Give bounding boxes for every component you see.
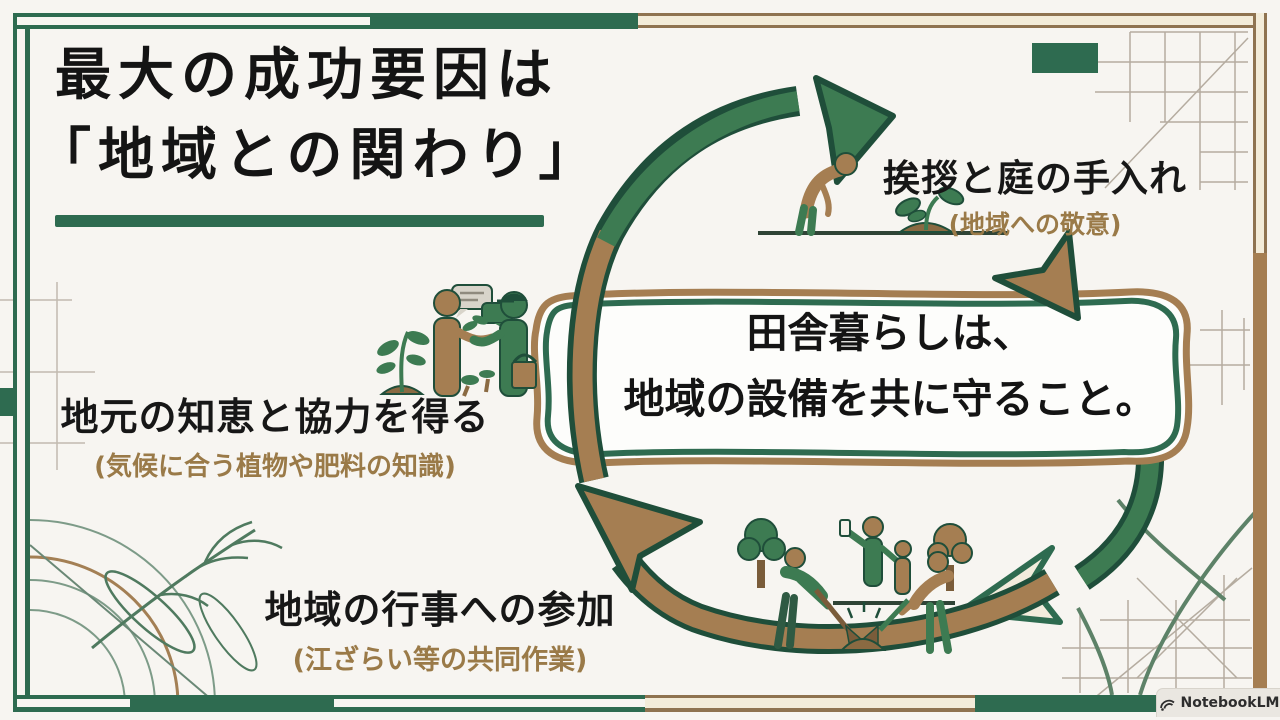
center-box-line1: 田舎暮らしは、: [746, 309, 1034, 357]
blueprint-sketch-left-middle: [0, 282, 95, 470]
notebooklm-badge: NotebookLM: [1156, 688, 1280, 717]
community-workers-digging-icon: [737, 516, 973, 654]
center-box-line2: 地域の設備を共に守ること。: [623, 375, 1157, 423]
center-box-text: 田舎暮らしは、 地域の設備を共に守ること。: [600, 300, 1180, 432]
notebooklm-logo-icon: [1159, 699, 1175, 711]
events-sub-text: (江ざらい等の共同作業): [292, 645, 588, 676]
bowing-person-with-sprout-icon: [758, 152, 1008, 236]
page-title-line2: 「地域との関わり」: [35, 123, 602, 188]
page-frame: [0, 13, 1267, 712]
cycle-band-right: [1074, 449, 1165, 590]
blueprint-sketch-top-right: [1095, 31, 1249, 190]
page-title: 最大の成功要因は 「地域との関わり」: [35, 36, 601, 196]
down-chevron-arrow: [992, 229, 1081, 321]
wisdom-sub-text: (気候に合う植物や肥料の知識): [94, 452, 456, 482]
sketch-bottom-right: [1062, 498, 1264, 701]
title-underline: [55, 215, 544, 227]
node-wisdom-label: 地元の知恵と協力を得る (気候に合う植物や肥料の知識): [56, 386, 494, 483]
greeting-sub-text: (地域への敬意): [948, 210, 1122, 239]
cycle-band-bottom: [611, 551, 1060, 654]
notebooklm-badge-label: NotebookLM: [1180, 695, 1280, 711]
page-title-line1: 最大の成功要因は: [55, 43, 559, 108]
up-left-chevron-arrow: [575, 483, 703, 593]
node-events-label: 地域の行事への参加 (江ざらい等の共同作業): [253, 579, 627, 677]
neighbors-exchanging-produce-icon: [376, 284, 538, 397]
cycle-band-left-top: [566, 86, 801, 484]
botanical-sketch-bottom-left: [29, 519, 283, 706]
blueprint-sketch-right-middle: [1188, 310, 1250, 405]
greeting-main-text: 挨拶と庭の手入れ: [883, 157, 1187, 200]
wisdom-main-text: 地元の知恵と協力を得る: [60, 395, 490, 439]
events-main-text: 地域の行事への参加: [264, 588, 616, 632]
node-greeting-label: 挨拶と庭の手入れ (地域への敬意): [878, 148, 1192, 241]
